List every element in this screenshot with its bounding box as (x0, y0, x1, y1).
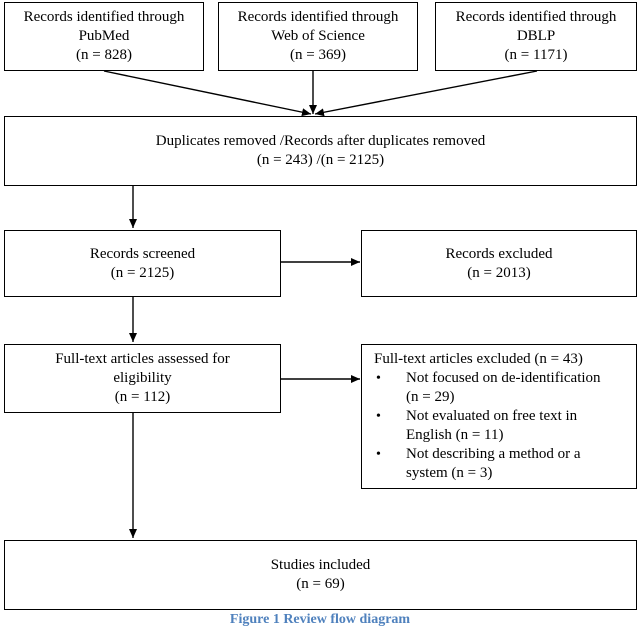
bullet-icon: • (376, 447, 381, 462)
included-count: (n = 69) (296, 576, 345, 592)
duplicates-label: Duplicates removed /Records after duplic… (155, 133, 486, 149)
exclusion-reason: • Not evaluated on free text in English … (374, 407, 630, 445)
arrow-dblp-to-duplicates (314, 70, 538, 117)
fulltext-box: Full-text articles assessed for eligibil… (4, 344, 281, 413)
duplicates-count: (n = 243) /(n = 2125) (256, 152, 385, 168)
screened-label: Records screened (89, 245, 196, 262)
bullet-icon: • (376, 409, 381, 424)
fulltext-count: (n = 112) (114, 389, 171, 405)
reason-line2: system (n = 3) (406, 465, 493, 481)
screened-box: Records screened (n = 2125) (4, 230, 281, 297)
fulltext-excluded-box: Full-text articles excluded (n = 43) • N… (361, 344, 637, 489)
source-title: Records identified through (237, 9, 399, 25)
fulltext-label-line2: eligibility (113, 370, 172, 386)
reason-line2: (n = 29) (406, 389, 455, 405)
excluded-count: (n = 2013) (467, 264, 531, 281)
source-count: (n = 828) (76, 47, 132, 63)
source-count: (n = 1171) (504, 47, 568, 63)
reason-line1: Not describing a method or a (406, 446, 581, 462)
arrow-pubmed-to-duplicates (103, 70, 312, 117)
exclusion-reason: • Not describing a method or a system (n… (374, 445, 630, 483)
fulltext-label-line1: Full-text articles assessed for (55, 351, 230, 367)
excluded-label: Records excluded (445, 245, 553, 262)
included-box: Studies included (n = 69) (4, 540, 637, 610)
reason-line1: Not evaluated on free text in (406, 408, 578, 424)
source-name: PubMed (78, 28, 130, 44)
source-box-web-of-science: Records identified through Web of Scienc… (218, 2, 418, 71)
screened-count: (n = 2125) (110, 264, 175, 281)
reason-line2: English (n = 11) (406, 427, 504, 443)
exclusion-reason: • Not focused on de-identification (n = … (374, 369, 630, 407)
source-box-dblp: Records identified through DBLP (n = 117… (435, 2, 637, 71)
exclusion-reasons-list: • Not focused on de-identification (n = … (374, 369, 630, 483)
source-title: Records identified through (23, 9, 185, 25)
source-box-pubmed: Records identified through PubMed (n = 8… (4, 2, 204, 71)
reason-line1: Not focused on de-identification (406, 370, 601, 386)
source-title: Records identified through (455, 9, 617, 25)
source-name: Web of Science (271, 28, 365, 44)
excluded-box: Records excluded (n = 2013) (361, 230, 637, 297)
duplicates-box: Duplicates removed /Records after duplic… (4, 116, 637, 186)
figure-caption: Figure 1 Review flow diagram (229, 612, 411, 627)
fulltext-excluded-title: Full-text articles excluded (n = 43) (374, 351, 583, 367)
included-label: Studies included (270, 557, 371, 573)
bullet-icon: • (376, 371, 381, 386)
source-name: DBLP (516, 28, 556, 44)
source-count: (n = 369) (290, 47, 346, 63)
